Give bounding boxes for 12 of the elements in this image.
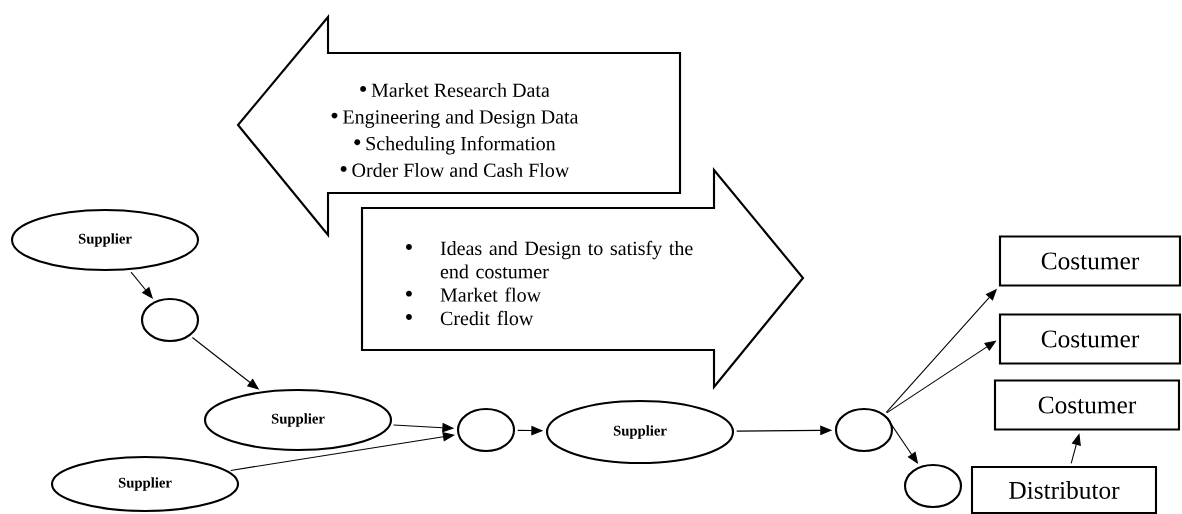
empty-circle: [456, 407, 516, 453]
empty-circle: [140, 297, 200, 343]
empty-circle: [834, 407, 894, 453]
process-box: Distributor: [970, 465, 1158, 514]
empty-circle: [903, 463, 963, 509]
ellipse-node: Supplier: [203, 388, 393, 452]
process-box: Costumer: [998, 313, 1182, 365]
ellipse-node: Supplier: [10, 208, 200, 272]
ellipse-node: Supplier: [545, 399, 735, 465]
ellipse-node: Supplier: [50, 455, 240, 513]
process-box: Costumer: [993, 379, 1181, 431]
process-box: Costumer: [998, 235, 1182, 287]
